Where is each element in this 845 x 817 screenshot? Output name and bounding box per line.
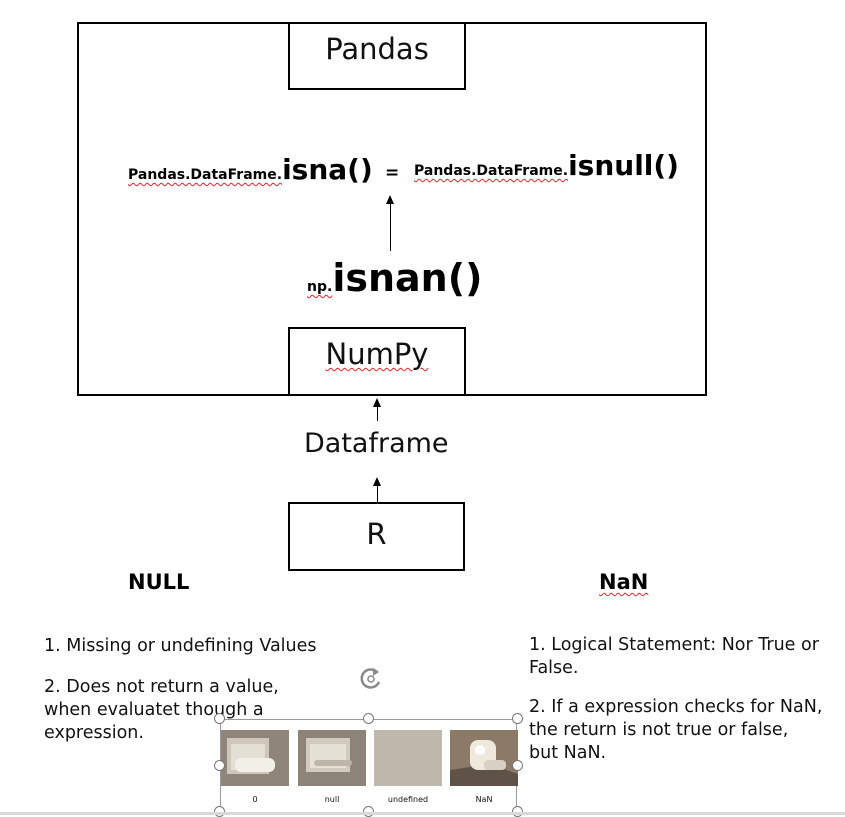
resize-handle-top-center[interactable] xyxy=(363,713,374,724)
r-box: R xyxy=(288,502,465,571)
caption-0: 0 xyxy=(252,795,258,804)
arrow-line-r-to-dataframe xyxy=(376,485,378,502)
isnull-prefix: Pandas.DataFrame. xyxy=(414,163,569,179)
page-bottom-edge xyxy=(0,812,845,815)
toilet-paper-holder-nan-image xyxy=(450,730,518,786)
resize-handle-middle-right[interactable] xyxy=(512,760,523,771)
dataframe-label: Dataframe xyxy=(304,428,449,459)
caption-nan: NaN xyxy=(475,795,493,804)
toilet-paper-holder-null-image xyxy=(298,730,366,786)
numpy-box: NumPy xyxy=(288,327,466,396)
null-item-1: 1. Missing or undefining Values xyxy=(44,636,317,656)
toilet-paper-holder-0-image xyxy=(221,730,289,786)
isna-name: isna() xyxy=(282,153,373,186)
null-item-2: 2. Does not return a value, when evaluat… xyxy=(44,677,279,743)
toilet-paper-holder-undefined-image xyxy=(374,730,442,786)
null-heading: NULL xyxy=(128,570,190,594)
isna-function: Pandas.DataFrame.isna() xyxy=(128,153,373,186)
nan-item-2: 2. If a expression checks for NaN, the r… xyxy=(529,697,823,763)
nan-item-1: 1. Logical Statement: Nor True or False. xyxy=(529,635,819,678)
caption-undefined: undefined xyxy=(387,795,429,804)
numpy-title: NumPy xyxy=(325,337,429,371)
isna-prefix: Pandas.DataFrame. xyxy=(128,167,283,183)
arrow-line-isnan-to-pandas xyxy=(389,203,391,251)
resize-handle-top-right[interactable] xyxy=(512,713,523,724)
isnan-function: np.isnan() xyxy=(307,256,482,300)
rotate-handle-icon[interactable] xyxy=(355,664,387,694)
r-title: R xyxy=(366,517,387,551)
nan-heading: NaN xyxy=(599,570,649,594)
equals-sign: = xyxy=(385,163,400,183)
pandas-title: Pandas xyxy=(325,32,429,66)
isnull-function: Pandas.DataFrame.isnull() xyxy=(414,149,679,182)
isnan-prefix: np. xyxy=(307,279,333,295)
resize-handle-middle-left[interactable] xyxy=(214,760,225,771)
resize-handle-top-left[interactable] xyxy=(214,713,225,724)
arrow-head-isnan-to-pandas xyxy=(386,195,394,204)
pandas-title-box: Pandas xyxy=(288,22,466,90)
arrow-head-dataframe-to-numpy xyxy=(373,398,381,407)
isnull-name: isnull() xyxy=(568,149,679,182)
isnan-name: isnan() xyxy=(332,256,483,300)
arrow-head-r-to-dataframe xyxy=(373,477,381,486)
selected-image[interactable]: 0 null undefined NaN xyxy=(220,719,518,815)
caption-null: null xyxy=(324,795,340,804)
arrow-line-dataframe-to-numpy xyxy=(376,406,378,421)
